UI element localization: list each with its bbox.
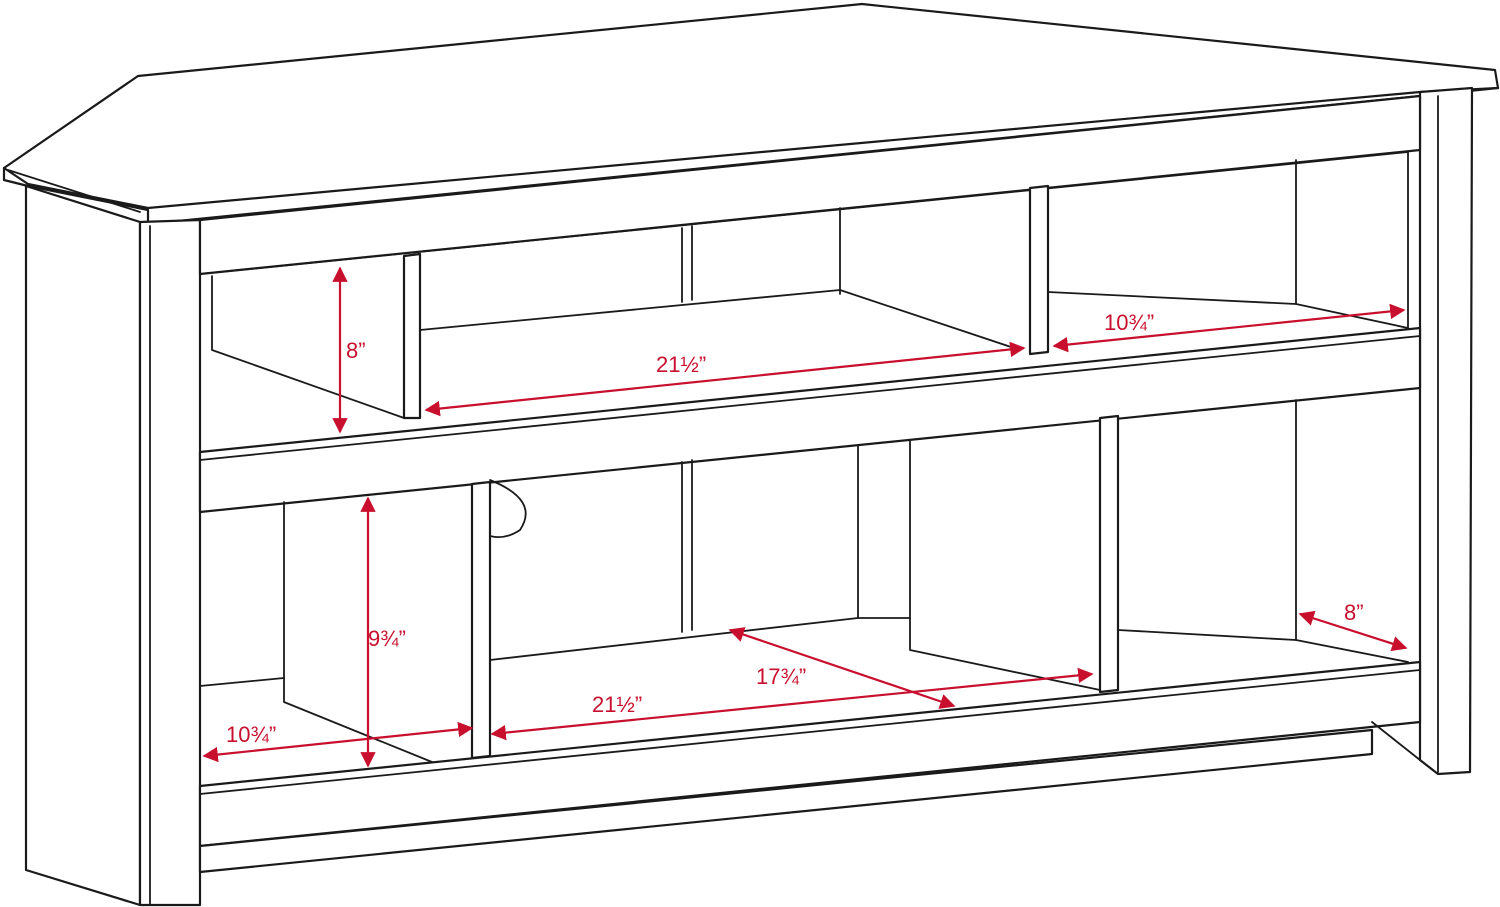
upper-divider-2 — [1028, 184, 1050, 356]
dimension-arrows — [202, 266, 1408, 768]
lower-center-depth-arrow — [728, 627, 956, 709]
upper-right-width-arrow — [1052, 303, 1406, 353]
upper-center-width-label: 21½” — [656, 352, 706, 377]
upper-divider-1 — [402, 252, 422, 420]
cable-hole — [489, 479, 527, 539]
lower-divider-1 — [470, 480, 492, 760]
lower-left-width-label: 10¾” — [226, 722, 276, 747]
lower-center-depth-label: 17¾” — [756, 664, 806, 689]
right-front-leg — [1418, 86, 1474, 776]
lower-right-depth-label: 8” — [1344, 600, 1364, 625]
left-front-leg — [138, 218, 202, 907]
upper-right-width-label: 10¾” — [1104, 310, 1154, 335]
upper-shelf-rail — [198, 326, 1422, 514]
lower-left-width-arrow — [202, 721, 474, 763]
upper-left-height-label: 8” — [346, 338, 366, 363]
top-apron — [198, 94, 1422, 276]
left-side-panel — [24, 184, 142, 907]
lower-divider-2 — [1098, 414, 1120, 694]
dimension-labels: 8” 21½” 10¾” 9¾” 10¾” 21½” 17¾” 8” — [226, 310, 1364, 747]
lower-right-depth-arrow — [1298, 610, 1408, 652]
lower-left-height-label: 9¾” — [368, 626, 406, 651]
lower-center-width-label: 21½” — [592, 692, 642, 717]
bottom-plinth — [198, 728, 1374, 874]
upper-center-width-arrow — [424, 341, 1026, 417]
